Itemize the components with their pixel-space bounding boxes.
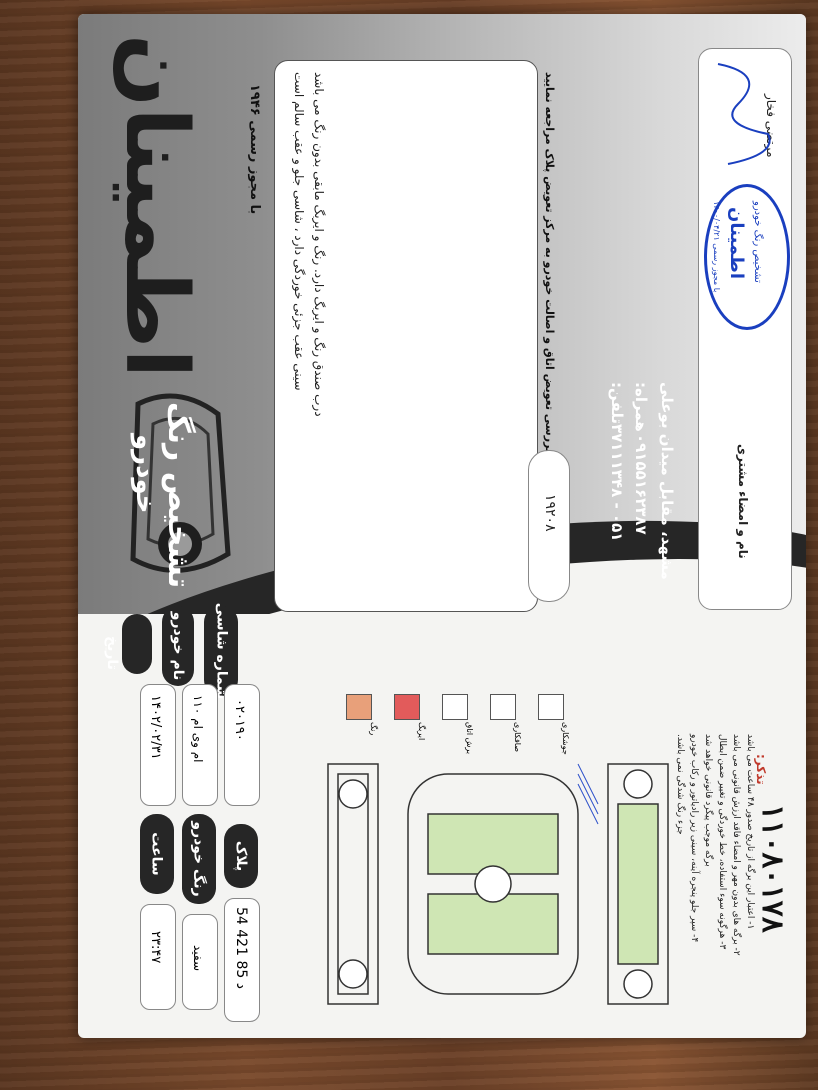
time-value: ۲۳:۴۷ — [148, 931, 163, 964]
notes-heading: تذکر: — [754, 754, 768, 785]
car-side-view-bottom — [607, 763, 669, 1005]
stamp-line-1: تشخیص رنگ خودرو — [752, 201, 763, 283]
legend-paint-label: رنگ — [369, 722, 378, 736]
date-label-pill: تاریخ — [104, 614, 152, 674]
color-value: سفید — [191, 945, 205, 972]
car-name-value: ام وی ام ۱۱۰ — [191, 695, 205, 763]
car-name-label: نام خودرو — [170, 611, 186, 681]
chassis-label-pill: شماره شاسی — [204, 603, 238, 699]
brand-subtitle-1: تشخیص رنگ — [161, 402, 196, 589]
address: مشهد، مقابل میدان بوعلی — [658, 382, 676, 580]
signature-scribble-icon — [708, 54, 788, 174]
color-label: رنگ خودرو — [191, 821, 207, 897]
time-label: ساعت — [149, 832, 166, 876]
plate-field: 54 421 د 85 — [224, 898, 260, 1022]
stamp-brand: اطمینان — [726, 207, 747, 280]
note-line-2: ۲- برگه های بدون مهر و امضاء فاقد ارزش ق… — [731, 734, 741, 956]
chassis-field: ۰۲۰۱۹۰ — [224, 684, 260, 806]
serial-box — [528, 450, 570, 602]
plate-label: پلاک — [232, 840, 249, 872]
date-field: ۱۴۰۲/۰۲/۳۱ — [140, 684, 176, 806]
report-box — [274, 60, 538, 612]
legend-bodywork-swatch — [490, 694, 516, 720]
chassis-value: ۰۲۰۱۹۰ — [232, 699, 247, 741]
car-top-view — [407, 773, 579, 995]
car-logo-icon — [118, 384, 238, 584]
trunk-hatch-marks — [577, 763, 599, 825]
color-label-pill: رنگ خودرو — [182, 814, 216, 904]
note-line-4: برگه موجب پیگرد قانونی خواهد شد — [703, 734, 713, 867]
note-line-6: جزء رنگ شدگی نمی باشد. — [675, 734, 685, 835]
review-note: جهت بررسی تعویض اتاق و اصالت خودرو به مر… — [543, 72, 556, 484]
report-line-1: درب صندق رنگ و ایربگ دارد. رنگ و ایربگ م… — [312, 72, 326, 417]
date-label: تاریخ — [104, 636, 121, 670]
brand-permit: با مجوز رسمی ۱۹۴۶ — [247, 84, 262, 215]
serial-number: ۱۹۲۰۸ — [542, 494, 558, 532]
legend-airbag-swatch — [394, 694, 420, 720]
plate-label-pill: پلاک — [224, 824, 258, 888]
chassis-label: شماره شاسی — [213, 602, 230, 700]
brand-subtitle-2: خودرو — [130, 434, 160, 514]
car-damage-diagram — [308, 744, 698, 1024]
inspection-form: اطمینان با مجوز رسمی ۱۹۴۶ تشخیص رنگ خودر… — [78, 14, 806, 1038]
date-value: ۱۴۰۲/۰۲/۳۱ — [148, 695, 163, 760]
note-line-5: ۴- سپر جلو پنجره آینه، سینی زیر رادیاتور… — [689, 734, 699, 943]
stamp-line-2: با مجوز رسمی ۱۴۰۰/۰۴/۲۱ — [712, 201, 721, 293]
legend-paint-swatch — [346, 694, 372, 720]
report-line-2: سینی عقب جزئی خوردگی دارد ، شاسی جلو و ع… — [292, 72, 306, 391]
time-label-pill: ساعت — [140, 814, 174, 894]
customer-signature-label: نام و امضاء مشتری — [736, 444, 750, 559]
legend-airbag-label: ایربگ — [417, 722, 426, 741]
handwritten-number: ۱۱۰۸۰۱۷۸ — [755, 804, 790, 933]
plate-value: 54 421 د 85 — [233, 907, 249, 989]
legend-cut-swatch — [442, 694, 468, 720]
phone-label: تلفن: — [608, 382, 626, 425]
note-line-3: ۳- هرگونه سوء استفاده، خط خوردگی و تغییر… — [717, 734, 727, 950]
mobile-label: همراه: — [632, 382, 650, 432]
car-side-view-top — [327, 763, 379, 1005]
mobile-value: ۰۹۱۵۵۱۶۲۳۸۷ — [632, 434, 650, 535]
car-name-label-pill: نام خودرو — [162, 606, 194, 686]
color-field: سفید — [182, 914, 218, 1010]
time-field: ۲۳:۴۷ — [140, 904, 176, 1010]
legend-welding-swatch — [538, 694, 564, 720]
company-stamp: تشخیص رنگ خودرو اطمینان با مجوز رسمی ۱۴۰… — [704, 184, 790, 330]
brand-title: اطمینان — [106, 34, 206, 379]
phone-value: ۰۵۱ - ۳۷۱۱۱۳۴۸ — [608, 424, 626, 542]
car-name-field: ام وی ام ۱۱۰ — [182, 684, 218, 806]
